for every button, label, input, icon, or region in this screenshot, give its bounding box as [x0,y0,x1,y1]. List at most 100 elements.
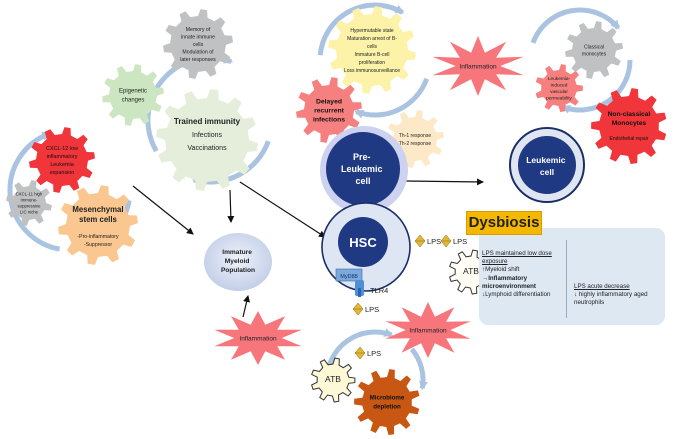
lps-diamond-bottom: LPS [354,346,381,360]
tlr4-label: TLR4 [370,286,388,295]
cxcl11-line: suppressive [18,204,42,209]
dysbiosis-title: Dysbiosis [466,211,542,235]
vascular-permeability-line: vascular [550,89,568,95]
nonclassical-line: Endothelial repair [610,136,649,142]
vascular-permeability-line: Leukemia- [548,76,571,82]
delayed-infections-line: recurrent [314,107,345,114]
epigenetic-line: Epigenetic [119,89,147,95]
hsc-cell: HSC MyD88 TLR4 [321,202,411,297]
arc-leukemic-top [530,7,621,44]
dysbiosis-right-column: LPS acute decrease ↓ highly inflammatory… [574,283,648,307]
myeloid-line: Immature [222,249,252,256]
bcell-line: Loss immunosurveillance [344,68,400,74]
cxcl11-line: CXCL-11 high [16,192,43,197]
lps-acute-decrease-heading: LPS acute decrease [574,283,630,290]
epigenetic-line: changes [122,98,145,104]
myeloid-line: Myeloid [225,258,250,265]
lps-label: LPS [427,237,441,246]
lps-diamond-tlr4: LPS [352,302,379,316]
lps-diamond-hsc-1: LPS [414,234,441,248]
myd88-label: MyD88 [340,274,357,280]
lymphoid-differentiation: ↓Lymphoid differentiation [482,291,551,299]
trained-immunity-line: Vaccinations [187,145,227,152]
inflammation-burst-middle: Inflammation [385,302,471,358]
cxcl11-line: Immune- [21,198,39,203]
lps-diamond-hsc-2: LPS [440,234,467,248]
gear-microbiome-depletion: Microbiome depletion [354,369,420,435]
vascular-permeability-line: permeability [546,95,572,101]
vascular-permeability-line: induced [551,82,568,88]
myeloid-shift: ↑Myeloid shift [482,266,520,274]
arc-cxcl [7,131,61,252]
th-response-line: Th-1 response [399,133,431,139]
pre-leukemic-cell: Pre- Leukemic cell [320,126,408,214]
svg-text:ATB: ATB [463,266,479,276]
myd88-box [335,268,363,282]
svg-text:Pre- Leukemic cell: Pre- Leukemic cell [341,152,385,186]
gear-epigenetic-changes: Epigenetic changes [102,64,164,126]
mesenchymal-line: -Suppressor [84,242,113,248]
cxcl12-line: CXCL-12 low [46,146,78,152]
svg-text:Endothelial repair: Endothelial repair [610,136,649,142]
inflammation-middle-line: Inflammation [409,327,447,334]
bcell-line: Maturation arrest of B- [347,36,397,42]
gear-atb-bottom: ATB [310,357,356,403]
cxcl11-line: LIC niche [20,210,39,215]
bcell-line: cells [367,44,378,50]
microbiome-line: Microbiome [370,395,405,402]
svg-text:ATB: ATB [325,374,341,384]
flow-arrows [132,178,484,318]
inflammation-burst-top: Inflammation [432,36,524,96]
mesenchymal-line: -Pro-inflammatory [77,234,119,240]
arrow-trained-to-hsc [239,181,326,238]
memory-line: innate immune [181,34,215,40]
inflammation-left-line: Inflammation [239,335,277,342]
leukemic-cell: Leukemic cell [509,127,585,203]
arc-bcell-right [354,77,430,119]
classical-monocytes-line: Classical [584,44,604,50]
microbiome-line: depletion [373,404,401,411]
svg-text:Inflammation: Inflammation [459,63,497,70]
cxcl12-line: Leukemia [50,162,73,168]
th-response-line: Th-2 response [399,141,431,147]
dysbiosis-divider [566,240,567,318]
bcell-line: Immature B-cell [354,52,389,58]
memory-line: later responses [180,57,216,63]
classical-monocytes-line: monocytes [582,51,607,57]
svg-text:Immature Myeloid P: Immature Myeloid Population [221,249,255,274]
mesenchymal-title: stem cells [79,215,117,224]
svg-text:Leukemic cell: Leukemic cell [526,155,568,177]
nonclassical-title: Non-classical [608,111,651,118]
trained-immunity-title: Trained immunity [174,117,241,126]
lps-label: LPS [453,237,467,246]
svg-text:-Pro-inflammatory-Suppressor: -Pro-inflammatory -Suppressor [77,234,119,248]
dysbiosis-left-column: LPS maintained low dose exposure ↑Myeloi… [482,250,552,299]
svg-text:Trained immunity: Trained immunity [174,117,241,126]
lps-label: LPS [365,305,379,314]
cxcl12-line: inflammatory [47,154,78,160]
arrow-inflammation-to-myeloid [242,295,251,318]
inflammation-top-line: Inflammation [459,63,497,70]
atb-bottom-line: ATB [325,374,341,384]
memory-line: cells [193,42,204,48]
bcell-line: Hypermutable state [350,28,394,34]
